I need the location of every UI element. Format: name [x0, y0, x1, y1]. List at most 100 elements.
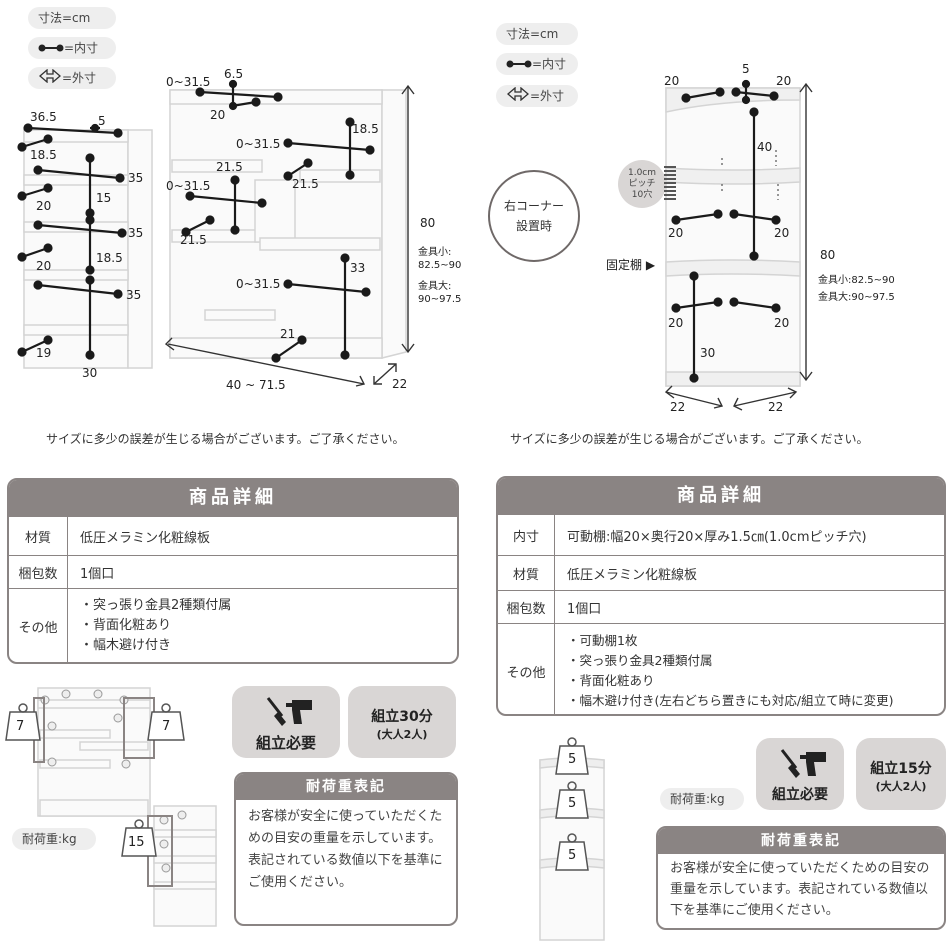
details-row-package: 梱包数 1個口 — [498, 590, 944, 623]
left-shelf-dimension-drawing — [17, 79, 415, 387]
dim-20-a: 20 — [36, 199, 52, 213]
r-dim-20-e: 20 — [668, 316, 684, 330]
r-dim-5: 5 — [742, 62, 750, 76]
inner-dim-legend: =内寸 — [28, 37, 116, 59]
unit-legend: 寸法=cm — [28, 7, 116, 29]
kanagu-small-value: 82.5~90 — [418, 260, 462, 271]
corner-placement-badge: 右コーナー 設置時 — [488, 170, 580, 262]
row-value: 1個口 — [80, 566, 115, 582]
dim-18-5-b: 18.5 — [96, 251, 123, 265]
dim-20-b: 20 — [36, 259, 52, 273]
row-key: 梱包数 — [9, 556, 68, 588]
kanagu-small-label: 金具小: — [418, 247, 452, 258]
row-value: ・可動棚1枚 ・突っ張り金具2種類付属 ・背面化粧あり ・幅木避け付き(左右どち… — [567, 633, 894, 708]
r-kanagu: 金具小:82.5~90 金具大:90~97.5 — [818, 275, 895, 303]
dim-0-31-5-d: 0~31.5 — [236, 277, 281, 291]
inner-dim-legend-right: =内寸 — [496, 53, 578, 75]
outer-dim-legend-right: =外寸 — [496, 85, 578, 107]
load-notation-left: 耐荷重表記 お客様が安全に使っていただくための目安の重量を示しています。表記され… — [234, 772, 458, 926]
unit-legend-right: 寸法=cm — [496, 23, 578, 45]
outer-dim-icon — [506, 86, 530, 108]
row-value: ・突っ張り金具2種類付属 ・背面化粧あり ・幅木避け付き — [80, 598, 232, 653]
tools-icon — [780, 749, 826, 778]
dim-21-5-a: 21.5 — [216, 160, 243, 174]
right-weight-drawing — [539, 737, 605, 941]
dim-33: 33 — [350, 261, 366, 275]
assembly-time-badge-left: 組立30分 (大人2人) — [348, 686, 456, 758]
details-row-package: 梱包数 1個口 — [9, 555, 457, 588]
assembly-required-text: 組立必要 — [772, 787, 828, 803]
assembly-time-badge-right: 組立15分 (大人2人) — [856, 738, 946, 810]
assembly-time-text: 組立30分 — [371, 709, 433, 725]
weight-label-15: 15 — [128, 835, 145, 850]
dim-20-c: 20 — [210, 108, 226, 122]
load-notation-title-left: 耐荷重表記 — [236, 774, 456, 800]
dim-depth: 22 — [392, 377, 408, 391]
row-key: 内寸 — [498, 515, 555, 555]
dim-80: 80 — [420, 216, 436, 230]
details-table-left: 商品詳細 材質 低圧メラミン化粧線板 梱包数 1個口 その他 ・突っ張り金具2種… — [7, 478, 459, 664]
r-weight-label-5-c: 5 — [568, 848, 577, 863]
kanagu-large-label: 金具大: — [418, 281, 452, 292]
assembly-people-text: (大人2人) — [376, 728, 428, 741]
weight-label-7-a: 7 — [16, 719, 25, 734]
r-dim-30: 30 — [700, 346, 716, 360]
row-value: 低圧メラミン化粧線板 — [80, 530, 211, 546]
dim-15: 15 — [96, 191, 112, 205]
load-unit-right: 耐荷重:kg — [660, 788, 744, 810]
r-dim-40: 40 — [757, 140, 773, 154]
disclaimer-right: サイズに多少の誤差が生じる場合がございます。ご了承ください。 — [510, 432, 869, 446]
load-notation-body-right: お客様が安全に使っていただくための目安の重量を示しています。表記されている数値以… — [670, 861, 930, 918]
dim-6-5: 6.5 — [224, 67, 244, 81]
r-dim-20-b: 20 — [776, 74, 792, 88]
r-weight-label-5-b: 5 — [568, 796, 577, 811]
assembly-required-badge-left: 組立必要 — [232, 686, 340, 758]
kanagu-large-value: 90~97.5 — [418, 294, 462, 305]
corner-shelf-dimension-drawing — [664, 79, 813, 411]
r-dim-22-b: 22 — [768, 400, 784, 414]
left-weight-drawing — [5, 687, 217, 927]
dim-18-5-c: 18.5 — [352, 122, 379, 136]
disclaimer-left: サイズに多少の誤差が生じる場合がございます。ご了承ください。 — [46, 432, 405, 446]
dim-0-31-5-c: 0~31.5 — [166, 179, 211, 193]
details-title-right: 商品詳細 — [498, 478, 944, 514]
dim-21-5-b: 21.5 — [292, 177, 319, 191]
dim-width: 40 ~ 71.5 — [226, 378, 286, 392]
details-row-material: 材質 低圧メラミン化粧線板 — [498, 555, 944, 590]
dim-0-31-5-a: 0~31.5 — [166, 75, 211, 89]
dim-18-5-a: 18.5 — [30, 148, 57, 162]
dim-35-b: 35 — [128, 226, 144, 240]
pitch-holes-icon — [664, 166, 676, 200]
row-key: その他 — [9, 589, 68, 662]
r-dim-80: 80 — [820, 248, 836, 262]
r-dim-20-a: 20 — [664, 74, 680, 88]
pitch-badge: 1.0cm ピッチ 10穴 — [618, 160, 666, 208]
load-notation-right: 耐荷重表記 お客様が安全に使っていただくための目安の重量を示しています。表記され… — [656, 826, 946, 930]
row-key: 材質 — [498, 556, 555, 590]
dim-21-5-c: 21.5 — [180, 233, 207, 247]
r-dim-20-c: 20 — [668, 226, 684, 240]
dim-19: 19 — [36, 346, 52, 360]
row-value: 可動棚:幅20×奥行20×厚み1.5㎝(1.0cmピッチ穴) — [567, 529, 867, 545]
row-value: 低圧メラミン化粧線板 — [567, 567, 698, 583]
row-value: 1個口 — [567, 601, 602, 617]
load-notation-body-left: お客様が安全に使っていただくための目安の重量を示しています。表記されている数値以… — [248, 809, 443, 890]
fixed-shelf-label: 固定棚 ▶ — [606, 258, 656, 272]
details-row-other: その他 ・突っ張り金具2種類付属 ・背面化粧あり ・幅木避け付き — [9, 588, 457, 662]
details-row-other: その他 ・可動棚1枚 ・突っ張り金具2種類付属 ・背面化粧あり ・幅木避け付き(… — [498, 623, 944, 714]
dim-0-31-5-b: 0~31.5 — [236, 137, 281, 151]
row-key: 材質 — [9, 517, 68, 555]
assembly-required-text: 組立必要 — [255, 734, 316, 752]
row-key: その他 — [498, 624, 555, 714]
details-row-material: 材質 低圧メラミン化粧線板 — [9, 516, 457, 555]
r-dim-20-f: 20 — [774, 316, 790, 330]
assembly-people-text: (大人2人) — [875, 780, 927, 793]
dim-36-5: 36.5 — [30, 110, 57, 124]
dim-5: 5 — [98, 114, 106, 128]
outer-dim-legend: =外寸 — [28, 67, 116, 89]
details-table-right: 商品詳細 内寸 可動棚:幅20×奥行20×厚み1.5㎝(1.0cmピッチ穴) 材… — [496, 476, 946, 716]
inner-dim-icon — [506, 54, 532, 76]
assembly-required-badge-right: 組立必要 — [756, 738, 844, 810]
dim-35-a: 35 — [128, 171, 144, 185]
inner-dim-icon — [38, 38, 64, 60]
